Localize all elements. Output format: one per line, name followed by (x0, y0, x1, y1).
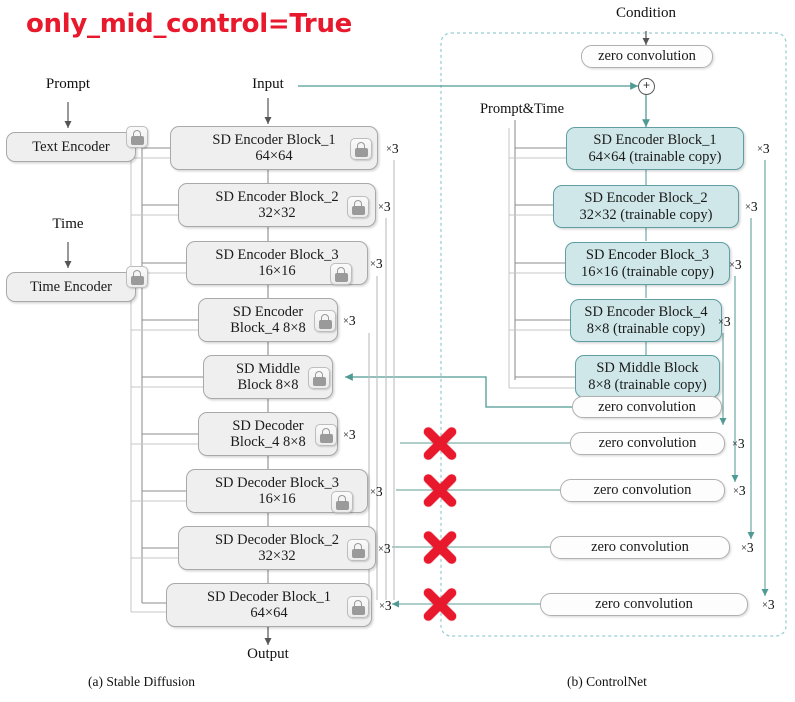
block-title: SD Encoder Block_1 (593, 132, 717, 149)
zero-conv-label: zero convolution (598, 435, 697, 452)
sd-mult-6: ×3 (370, 484, 383, 499)
sd-time-encoder[interactable]: Time Encoder (6, 272, 136, 302)
sd-mult-8: ×3 (379, 598, 392, 613)
block-subtitle: 16×16 (258, 491, 296, 507)
controlnet-zero-convolution-mid[interactable]: zero convolution (572, 396, 722, 418)
controlnet-zc-mult-3: ×3 (741, 540, 754, 555)
disabled-connection-x-icon (417, 420, 463, 466)
controlnet-zero-convolution-dec2[interactable]: zero convolution (550, 536, 730, 559)
sd-decoder-block-1[interactable]: SD Decoder Block_1 64×64 (166, 583, 372, 627)
controlnet-top-zero-convolution[interactable]: zero convolution (581, 45, 713, 68)
lock-icon (126, 266, 148, 288)
block-subtitle: 16×16 (trainable copy) (581, 263, 714, 280)
label-output: Output (247, 646, 289, 662)
sd-encoder-block-1[interactable]: SD Encoder Block_1 64×64 (170, 126, 378, 170)
disabled-connection-x-icon (417, 581, 463, 627)
block-subtitle: Block_4 8×8 (230, 320, 306, 336)
disabled-connection-x-icon (417, 467, 463, 513)
lock-icon (308, 367, 330, 389)
block-subtitle: 32×32 (258, 548, 296, 564)
sd-mult-5: ×3 (343, 427, 356, 442)
controlnet-encoder-block-2[interactable]: SD Encoder Block_2 32×32 (trainable copy… (553, 185, 739, 228)
lock-icon (314, 310, 336, 332)
block-title: SD Decoder (232, 417, 304, 434)
zero-conv-label: zero convolution (598, 48, 696, 65)
sd-decoder-block-2[interactable]: SD Decoder Block_2 32×32 (178, 526, 376, 570)
mid-zeroconv-to-sd-middle-wire (345, 373, 572, 408)
block-subtitle: 8×8 (trainable copy) (588, 376, 707, 393)
zero-conv-label: zero convolution (591, 539, 689, 556)
controlnet-middle-block[interactable]: SD Middle Block 8×8 (trainable copy) (575, 355, 720, 398)
block-title: SD Encoder (232, 303, 304, 320)
block-title: SD Encoder Block_2 (215, 188, 339, 205)
label-prompt: Prompt (45, 76, 91, 92)
block-subtitle: Block 8×8 (237, 377, 299, 393)
lock-icon (330, 263, 352, 285)
controlnet-encoder-block-4[interactable]: SD Encoder Block_4 8×8 (trainable copy) (570, 299, 722, 342)
block-subtitle: 64×64 (250, 605, 288, 621)
controlnet-zero-convolution-dec3[interactable]: zero convolution (560, 479, 725, 502)
sd-mult-1: ×3 (386, 141, 399, 156)
block-title: SD Encoder Block_4 (584, 304, 708, 321)
block-title: SD Encoder Block_3 (585, 247, 710, 264)
label-prompt-and-time: Prompt&Time (479, 101, 565, 117)
zero-conv-label: zero convolution (595, 596, 693, 613)
sum-node: + (638, 78, 655, 95)
controlnet-encoder-block-3[interactable]: SD Encoder Block_3 16×16 (trainable copy… (565, 242, 730, 285)
label-input: Input (252, 76, 284, 92)
controlnet-mult-3: ×3 (729, 257, 742, 272)
sd-mult-4: ×3 (343, 313, 356, 328)
sd-encoder-block-3[interactable]: SD Encoder Block_3 16×16 (186, 241, 368, 285)
lock-icon (331, 491, 353, 513)
controlnet-zc-mult-2: ×3 (733, 483, 746, 498)
label-condition: Condition (615, 5, 676, 21)
block-subtitle: 16×16 (258, 263, 296, 279)
controlnet-zc-mult-4: ×3 (762, 597, 775, 612)
lock-icon (315, 424, 337, 446)
block-subtitle: 8×8 (trainable copy) (586, 320, 706, 337)
block-title: SD Decoder Block_2 (214, 531, 340, 548)
block-title: SD Encoder Block_2 (584, 190, 708, 207)
sd-middle-block[interactable]: SD Middle Block 8×8 (203, 355, 333, 399)
lock-icon (347, 196, 369, 218)
sd-decoder-block-4[interactable]: SD Decoder Block_4 8×8 (198, 412, 338, 456)
sd-text-encoder[interactable]: Text Encoder (6, 132, 136, 162)
controlnet-mult-4: ×3 (718, 314, 731, 329)
sd-text-encoder-label: Text Encoder (32, 138, 110, 155)
caption-controlnet: (b) ControlNet (567, 674, 647, 689)
lock-icon (126, 126, 148, 148)
block-title: SD Encoder Block_3 (215, 246, 339, 263)
page-title: only_mid_control=True (26, 9, 352, 39)
block-subtitle: Block_4 8×8 (230, 434, 306, 450)
block-title: SD Decoder Block_1 (206, 588, 332, 605)
sd-time-encoder-label: Time Encoder (29, 278, 113, 295)
controlnet-encoder-block-1[interactable]: SD Encoder Block_1 64×64 (trainable copy… (566, 127, 744, 170)
caption-stable-diffusion: (a) Stable Diffusion (88, 674, 195, 689)
zero-conv-label: zero convolution (593, 482, 692, 499)
controlnet-mult-1: ×3 (757, 141, 770, 156)
block-title: SD Encoder Block_1 (212, 131, 336, 148)
sd-mult-3: ×3 (370, 256, 383, 271)
block-subtitle: 32×32 (trainable copy) (579, 206, 713, 223)
zero-conv-label: zero convolution (598, 398, 696, 415)
lock-icon (347, 596, 369, 618)
controlnet-zero-convolution-dec4[interactable]: zero convolution (570, 432, 725, 455)
block-subtitle: 32×32 (258, 205, 296, 221)
block-subtitle: 64×64 (255, 148, 293, 164)
controlnet-zc-mult-1: ×3 (732, 436, 745, 451)
sd-encoder-block-2[interactable]: SD Encoder Block_2 32×32 (178, 183, 376, 227)
sd-mult-7: ×3 (378, 541, 391, 556)
lock-icon (350, 138, 372, 160)
sd-mult-2: ×3 (378, 199, 391, 214)
lock-icon (347, 539, 369, 561)
label-time: Time (52, 216, 84, 232)
disabled-connection-x-icon (417, 524, 463, 570)
controlnet-mult-2: ×3 (745, 199, 758, 214)
controlnet-zero-convolution-dec1[interactable]: zero convolution (540, 593, 748, 616)
block-title: SD Decoder Block_3 (214, 474, 340, 491)
block-title: SD Middle (235, 360, 301, 377)
block-title: SD Middle Block (596, 360, 699, 377)
block-subtitle: 64×64 (trainable copy) (588, 148, 722, 165)
